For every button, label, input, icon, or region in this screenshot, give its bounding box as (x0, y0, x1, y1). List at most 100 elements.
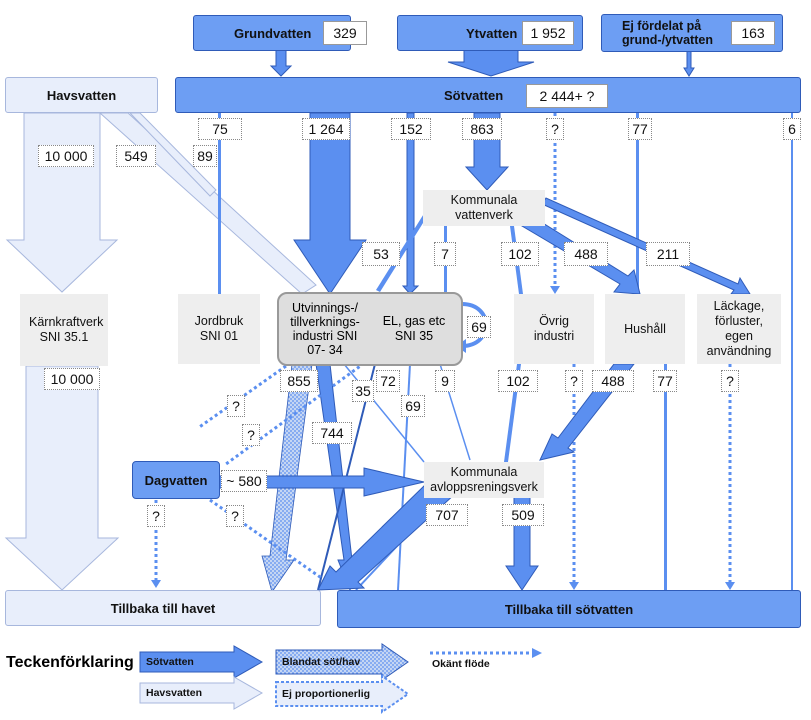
havsvatten-jordbruk-arrow (128, 112, 217, 197)
flow-dag-q1: ? (147, 505, 165, 527)
flow-utv-35: 35 (352, 380, 374, 402)
flow-el-9: 9 (435, 370, 455, 392)
sotvatten-label: Sötvatten (444, 87, 504, 103)
legend-title: Teckenförklaring (6, 654, 134, 671)
flow-utv-q1: ? (227, 395, 245, 417)
flow-kv-utvinning: 53 (362, 242, 400, 266)
avlopp-box: Kommunala avloppsreningsverk (424, 462, 544, 498)
grundvatten-label: Grundvatten (234, 25, 312, 41)
flow-el-69: 69 (401, 395, 425, 417)
ej-sot-arrow (683, 49, 695, 77)
kv-utvinning-line (376, 212, 428, 292)
havsvatten-box: Havsvatten (5, 77, 158, 113)
flow-el-loop: 69 (467, 316, 491, 338)
flow-hushall-sot: 77 (653, 370, 677, 392)
flow-hushall-avlopp: 488 (592, 370, 634, 392)
flow-utv-hav: 855 (280, 370, 318, 392)
ej-fordelat-value: 163 (731, 21, 775, 45)
karnkraftverk-box: Kärnkraftverk SNI 35.1 (20, 294, 108, 366)
hushall-sot-line (664, 364, 667, 590)
hushall-label: Hushåll (624, 321, 666, 336)
sot-hushall-line (636, 113, 639, 294)
flow-sot-kommunala: 863 (462, 118, 502, 140)
sot-el-arrow (401, 112, 420, 295)
lackage-box: Läckage, förluster, egen användning (697, 294, 781, 364)
flow-karnkraft-out: 10 000 (44, 368, 100, 390)
tillbaka-sotvatten-label: Tillbaka till sötvatten (504, 601, 634, 617)
flow-hav-jordbruk: 89 (193, 145, 217, 167)
flow-kv-lackage: 211 (646, 242, 690, 266)
havsvatten-utvinning-arrow (98, 112, 317, 295)
ovrig-dotted-head (569, 582, 579, 590)
flow-utv-q2: ? (242, 424, 260, 446)
legend-blandat-arrow (275, 643, 409, 681)
sot-utvinning-arrow (293, 112, 367, 295)
legend-havsvatten-arrow (139, 676, 264, 710)
flow-sot-jordbruk: 75 (198, 118, 242, 140)
lackage-label: Läckage, förluster, egen användning (706, 299, 772, 358)
tillbaka-havet-label: Tillbaka till havet (110, 600, 216, 616)
flow-utv-744: 744 (312, 422, 352, 444)
industry-group-box (277, 292, 463, 366)
flow-dag-q2: ? (226, 505, 244, 527)
legend-okant-head (532, 648, 542, 658)
ytvatten-label: Ytvatten (466, 25, 518, 41)
yt-sot-arrow (447, 49, 535, 77)
ovrig-industri-label: Övrig industri (533, 314, 575, 343)
sot-ovrig-head (550, 286, 560, 294)
karnkraftverk-label: Kärnkraftverk SNI 35.1 (29, 315, 104, 344)
utvinning-box: Utvinnings-/ tillverknings- industri SNI… (279, 294, 371, 364)
dagvatten-label: Dagvatten (144, 472, 208, 488)
dagvatten-box: Dagvatten (132, 461, 220, 499)
flow-kv-el: 7 (434, 242, 456, 266)
flow-hav-karnkraft: 10 000 (38, 145, 94, 167)
legend-sotvatten-label: Sötvatten (146, 656, 194, 668)
flow-sot-utvinning: 1 264 (302, 118, 350, 140)
flow-ovrig-q: ? (565, 370, 583, 392)
flow-avlopp-sot: 509 (502, 504, 544, 526)
ej-fordelat-label: Ej fördelat på grund-/ytvatten (622, 19, 713, 47)
jordbruk-box: Jordbruk SNI 01 (178, 294, 260, 364)
legend-okant-label: Okänt flöde (432, 658, 490, 670)
kommunala-vattenverk-label: Kommunala vattenverk (450, 193, 518, 222)
flow-ovrig-out: 102 (498, 370, 538, 392)
el-gas-box: EL, gas etc SNI 35 (372, 294, 456, 364)
avlopp-label: Kommunala avloppsreningsverk (430, 465, 538, 494)
karnkraft-hav-arrow (4, 365, 120, 591)
sot-lackage-line (791, 113, 793, 590)
utvinning-label: Utvinnings-/ tillverknings- industri SNI… (290, 301, 360, 357)
tillbaka-havet-box: Tillbaka till havet (5, 590, 321, 626)
sot-jordbruk-line (218, 113, 221, 294)
ovrig-industri-box: Övrig industri (514, 294, 594, 364)
flow-sot-lackage: 6 (783, 118, 801, 140)
flow-sot-ovrig: ? (546, 118, 564, 140)
flow-kv-ovrig: 102 (501, 242, 539, 266)
dag-dotted-hav-head (151, 580, 161, 588)
el-gas-label: EL, gas etc SNI 35 (382, 314, 446, 343)
ytvatten-value: 1 952 (522, 21, 574, 45)
jordbruk-label: Jordbruk SNI 01 (194, 314, 244, 343)
legend-ejprop-label: Ej proportionerlig (282, 688, 371, 700)
legend-havsvatten-label: Havsvatten (146, 687, 203, 699)
grundvatten-value: 329 (323, 21, 367, 45)
tillbaka-sotvatten-box: Tillbaka till sötvatten (337, 590, 801, 628)
flow-sot-hushall: 77 (628, 118, 652, 140)
flow-sot-el: 152 (391, 118, 431, 140)
flow-avlopp-hav: 707 (426, 504, 468, 526)
flow-lackage-q: ? (721, 370, 739, 392)
havsvatten-karnkraft-arrow (5, 112, 119, 293)
lackage-dotted-head (725, 582, 735, 590)
sotvatten-value: 2 444+ ? (526, 84, 608, 108)
kommunala-vattenverk-box: Kommunala vattenverk (423, 190, 545, 226)
havsvatten-label: Havsvatten (46, 87, 117, 103)
flow-dag-avlopp: ~ 580 (221, 470, 267, 492)
flow-hav-utvinning: 549 (116, 145, 156, 167)
hushall-box: Hushåll (605, 294, 685, 364)
flow-kv-hushall: 488 (564, 242, 608, 266)
legend-sotvatten-arrow (139, 645, 264, 679)
legend-blandat-label: Blandat söt/hav (282, 656, 361, 668)
grund-sot-arrow (269, 49, 293, 77)
flow-utv-72: 72 (376, 370, 400, 392)
legend-ejprop-arrow (275, 674, 410, 714)
sotvatten-box: Sötvatten (175, 77, 801, 113)
